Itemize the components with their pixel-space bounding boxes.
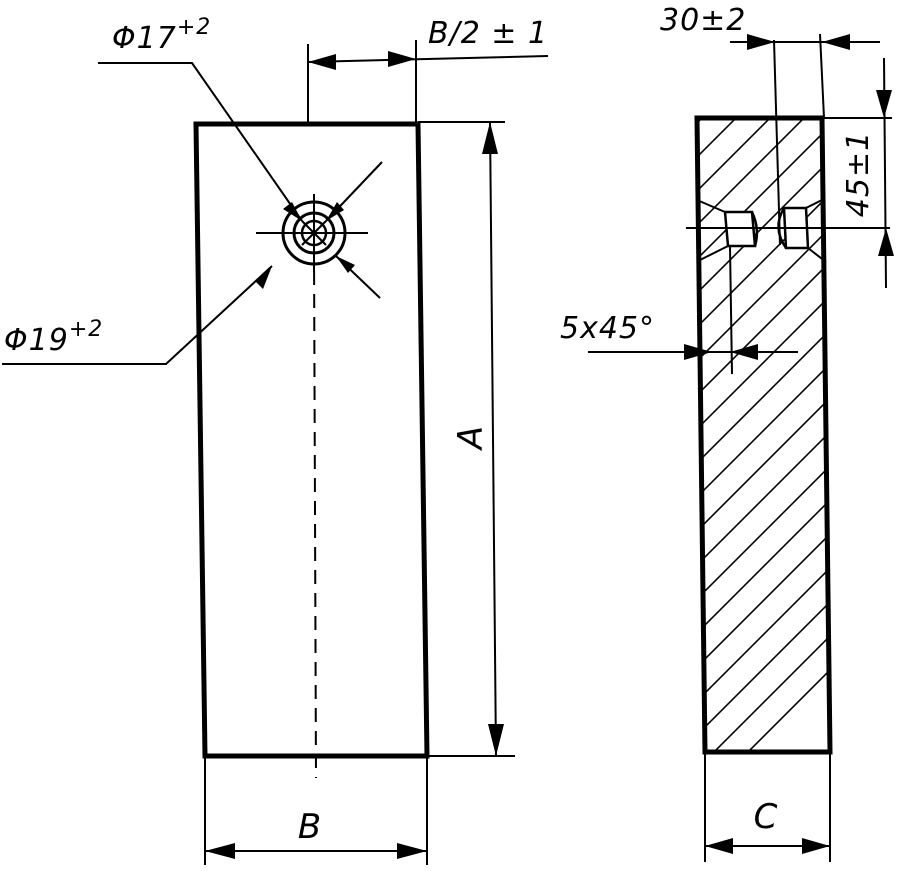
front-view: Φ17+2 Φ19+2 B/2 ± 1 A B: [2, 15, 549, 865]
hole-cutout: [686, 39, 890, 375]
height-dimension: [418, 121, 515, 757]
hatch-line: [697, 183, 830, 335]
plate-outline: [193, 121, 430, 759]
hole-width-label: 30±2: [660, 3, 746, 38]
hatch-line: [697, 118, 830, 165]
height-label: A: [451, 425, 491, 451]
offset-label: B/2 ± 1: [428, 16, 548, 51]
hatch-line: [697, 421, 830, 573]
hatch-line: [697, 353, 830, 505]
hatch-line: [697, 285, 830, 437]
hole-outer-label: Φ19+2: [4, 317, 103, 358]
hatch-line: [697, 387, 830, 539]
hatch-line: [697, 591, 830, 743]
hole-depth-label: 45±1: [841, 131, 876, 217]
hatch-line: [697, 489, 830, 641]
hole-inner-label: Φ17+2: [112, 15, 211, 56]
hatch-line: [697, 523, 830, 675]
hole-depth-dimension: [822, 57, 894, 289]
hatch-line: [697, 319, 830, 471]
thickness-label: C: [754, 797, 779, 837]
hatch-line: [697, 217, 830, 369]
chamfer-label: 5x45°: [560, 311, 655, 346]
width-dimension: [204, 756, 428, 865]
hole-outer-leader: [2, 255, 381, 365]
hole-inner-leader: [98, 62, 383, 222]
hatch-line: [697, 455, 830, 607]
width-label: B: [298, 807, 322, 847]
thickness-dimension: [704, 752, 831, 862]
side-view: 30±2 45±1 5x45° C: [560, 3, 894, 862]
hatch-line: [697, 118, 830, 267]
hatch-line: [697, 251, 830, 403]
offset-dimension: [307, 40, 549, 124]
hole-symbol: [256, 194, 368, 272]
hatch-line: [697, 659, 830, 752]
hatch-line: [697, 118, 830, 233]
hatch-line: [697, 118, 830, 199]
hole-width-dimension: [730, 33, 880, 119]
section-hatching: [697, 118, 830, 752]
chamfer-leader: [588, 344, 798, 360]
hatch-line: [697, 557, 830, 709]
hatch-line: [697, 149, 830, 301]
plate-centerline: [313, 247, 317, 779]
